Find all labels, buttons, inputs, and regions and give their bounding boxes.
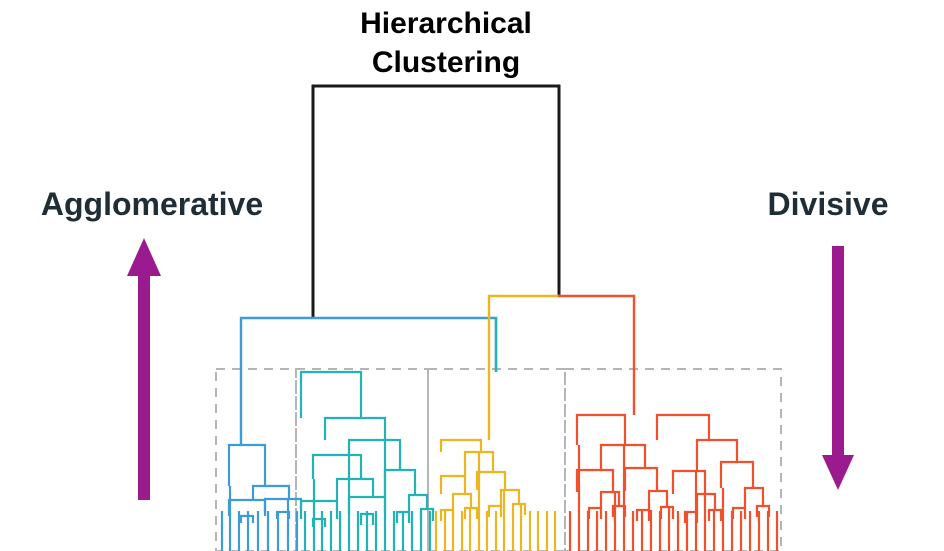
label-agglomerative: Agglomerative (41, 186, 263, 222)
down-arrow-shape (822, 246, 854, 490)
cluster-box-2 (295, 368, 429, 551)
gold-merge-6 (499, 488, 521, 506)
junction-red (558, 294, 636, 415)
teal-merge-11 (323, 416, 387, 440)
leaf-stems-group (220, 440, 779, 551)
teal-merge-10 (347, 438, 402, 470)
red-merge-9 (575, 413, 627, 445)
blue-merge-4 (251, 484, 291, 500)
red-merge-17 (719, 460, 755, 488)
teal-merge-12 (299, 370, 363, 418)
up-arrow (127, 238, 161, 500)
blue-merge-5 (227, 443, 267, 486)
gold-merge-4 (487, 504, 503, 517)
red-merge-14 (731, 506, 747, 519)
gold-merge-3 (439, 474, 467, 494)
label-divisive: Divisive (768, 186, 889, 222)
teal-merge-4 (335, 477, 375, 501)
junction-blue-teal (239, 316, 498, 445)
teal-merge-8 (407, 493, 429, 512)
gold-merge-5 (511, 502, 527, 515)
red-merge-2 (599, 490, 621, 508)
red-merge-4 (635, 508, 651, 521)
branches-group (227, 294, 771, 527)
title-line2: Clustering (372, 46, 520, 79)
red-merge-5 (659, 505, 675, 519)
root-link-group (311, 84, 561, 318)
up-arrow-shape (127, 238, 161, 500)
red-merge-19 (655, 413, 711, 440)
teal-merge-1 (299, 499, 339, 519)
gold-merge-7 (475, 470, 507, 490)
red-merge-3 (575, 468, 615, 492)
title-line1: Hierarchical (360, 7, 532, 40)
root-link (311, 84, 561, 318)
cluster-box-4 (564, 368, 782, 551)
junction-gold (487, 294, 560, 440)
red-merge-0 (587, 506, 603, 519)
teal-merge-9 (383, 468, 417, 495)
red-merge-18 (695, 438, 739, 471)
gold-merge-9 (439, 438, 483, 452)
teal-merge-5 (311, 453, 363, 479)
red-merge-7 (623, 466, 659, 491)
down-arrow (822, 246, 854, 490)
cluster-box-1 (215, 368, 297, 551)
red-merge-13 (671, 469, 707, 494)
gold-merge-2 (451, 492, 473, 510)
gold-merge-0 (439, 508, 455, 521)
